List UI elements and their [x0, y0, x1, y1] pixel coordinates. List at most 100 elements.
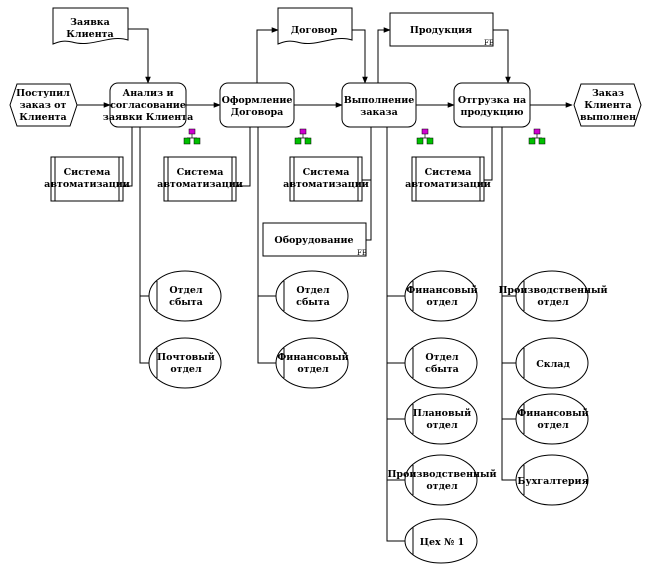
org-unit[interactable]: Цех № 1 — [404, 518, 478, 564]
org-unit-label: отдел — [426, 420, 458, 431]
system-4[interactable]: Система автоматизации — [405, 156, 491, 202]
function-analysis-line-2: согласование — [110, 100, 186, 111]
org-icon — [528, 128, 546, 145]
org-icon-top — [421, 128, 429, 135]
function-analysis[interactable]: Анализ и согласование заявки Клиента — [103, 82, 193, 128]
document-contract-label: Договор — [291, 25, 338, 36]
system-1-line-2: автоматизации — [44, 179, 130, 190]
event-end[interactable]: Заказ Клиента выполнен — [573, 83, 642, 127]
function-shipping-line-1: Отгрузка на — [458, 95, 526, 106]
function-contract-line-1: Оформление — [222, 95, 293, 106]
products-label: Продукция — [410, 25, 472, 36]
org-unit-label: Бухгалтерия — [517, 476, 588, 487]
connector-lines — [77, 27, 573, 542]
org-unit[interactable]: Склад — [515, 337, 589, 389]
event-end-line-1: Заказ — [592, 88, 624, 99]
info-object-equipment[interactable]: Оборудование FB — [262, 222, 367, 257]
function-analysis-line-3: заявки Клиента — [103, 112, 193, 123]
function-execution[interactable]: Выполнение заказа — [341, 82, 417, 128]
system-2[interactable]: Система автоматизации — [157, 156, 243, 202]
org-unit-label: Почтовый — [157, 352, 215, 363]
org-icon-leaf — [528, 137, 536, 145]
function-shipping-line-2: продукцию — [460, 107, 523, 118]
system-link — [236, 127, 251, 187]
org-icon — [183, 128, 201, 145]
org-trunk — [386, 127, 405, 542]
function-contract-line-2: Договора — [231, 107, 284, 118]
org-unit-label: Цех № 1 — [420, 537, 464, 548]
org-icon-top — [188, 128, 196, 135]
org-icon-leaf — [294, 137, 302, 145]
org-unit[interactable]: Отдел сбыта — [148, 270, 222, 322]
event-start-line-2: заказ от — [20, 100, 67, 111]
function-analysis-line-1: Анализ и — [122, 88, 173, 99]
org-icon-leaf — [426, 137, 434, 145]
system-3-line-1: Система — [303, 167, 350, 178]
contract-in-link — [352, 29, 368, 84]
org-unit-label: сбыта — [296, 297, 330, 308]
org-icon — [294, 128, 312, 145]
org-trunk — [257, 127, 276, 364]
system-3-line-2: автоматизации — [283, 179, 369, 190]
event-end-line-3: выполнен — [580, 112, 636, 123]
document-request-line-2: Клиента — [66, 29, 113, 40]
document-request[interactable]: Заявка Клиента — [52, 7, 129, 45]
org-icon-leaf — [183, 137, 191, 145]
org-icon — [416, 128, 434, 145]
org-unit[interactable]: Отдел сбыта — [275, 270, 349, 322]
org-icon-top — [533, 128, 541, 135]
org-unit-label: Финансовый — [277, 352, 348, 363]
org-unit[interactable]: Почтовый отдел — [148, 337, 222, 389]
products-fb-mark: FB — [484, 39, 494, 47]
org-unit-label: сбыта — [425, 364, 459, 375]
equipment-label: Оборудование — [274, 235, 353, 246]
org-icon-leaf — [416, 137, 424, 145]
document-request-line-1: Заявка — [70, 17, 110, 28]
function-shipping[interactable]: Отгрузка на продукцию — [453, 82, 531, 128]
org-unit[interactable]: Финансовый отдел — [275, 337, 349, 389]
document-contract[interactable]: Договор — [277, 7, 353, 45]
system-1[interactable]: Система автоматизации — [44, 156, 130, 202]
system-4-line-2: автоматизации — [405, 179, 491, 190]
org-unit-label: Отдел — [425, 352, 459, 363]
org-unit[interactable]: Финансовый отдел — [515, 393, 589, 445]
org-icon-leaf — [304, 137, 312, 145]
org-icon-leaf — [538, 137, 546, 145]
system-3[interactable]: Система автоматизации — [283, 156, 369, 202]
system-2-line-2: автоматизации — [157, 179, 243, 190]
event-start-line-3: Клиента — [19, 112, 66, 123]
org-unit[interactable]: Плановый отдел — [404, 393, 478, 445]
request-link — [128, 28, 151, 84]
org-unit-label: отдел — [426, 481, 458, 492]
function-contract[interactable]: Оформление Договора — [219, 82, 295, 128]
system-link — [484, 127, 493, 181]
contract-out-link — [256, 27, 279, 83]
org-unit-label: отдел — [426, 297, 458, 308]
org-unit-label: отдел — [537, 297, 569, 308]
products-in-link — [493, 29, 511, 84]
org-unit-label: Склад — [536, 359, 570, 370]
org-unit-label: Плановый — [413, 408, 471, 419]
org-unit-label: отдел — [170, 364, 202, 375]
org-unit-label: Производственный — [498, 285, 607, 296]
org-icon-leaf — [193, 137, 201, 145]
event-start-line-1: Поступил — [16, 88, 70, 99]
org-unit-label: сбыта — [169, 297, 203, 308]
equipment-link — [366, 127, 372, 241]
org-unit-label: Производственный — [387, 469, 496, 480]
org-unit[interactable]: Производственный отдел — [387, 454, 497, 506]
org-trunk — [501, 127, 516, 481]
system-4-line-1: Система — [425, 167, 472, 178]
org-unit[interactable]: Отдел сбыта — [404, 337, 478, 389]
products-out-link — [377, 27, 391, 83]
org-unit-label: Отдел — [169, 285, 203, 296]
org-unit-label: Финансовый — [517, 408, 588, 419]
org-unit[interactable]: Финансовый отдел — [404, 270, 478, 322]
org-unit[interactable]: Производственный отдел — [498, 270, 608, 322]
org-trunk — [139, 127, 149, 364]
org-unit[interactable]: Бухгалтерия — [515, 454, 589, 506]
org-unit-label: отдел — [297, 364, 329, 375]
event-start[interactable]: Поступил заказ от Клиента — [9, 83, 78, 127]
info-object-products[interactable]: Продукция FB — [389, 12, 494, 47]
